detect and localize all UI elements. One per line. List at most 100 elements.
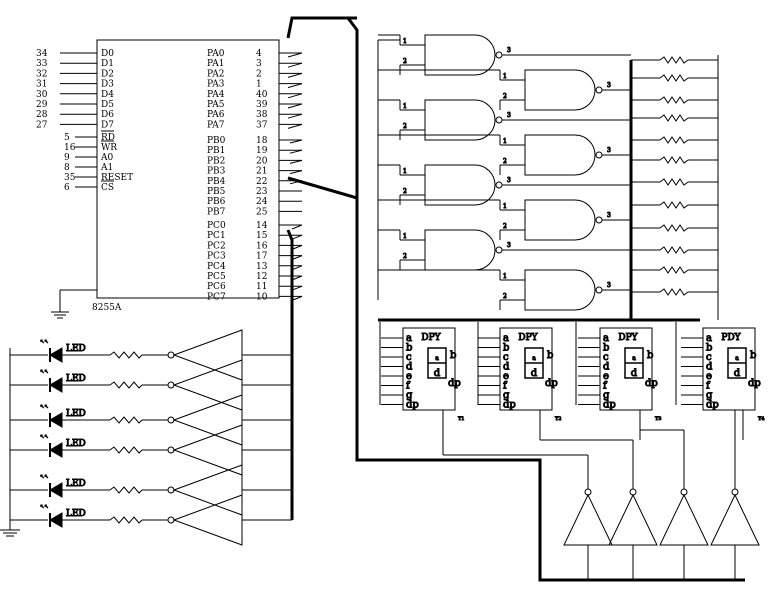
- pin-number: 23: [256, 187, 268, 197]
- resistor-icon: [659, 201, 689, 209]
- digit-seg-label: dp: [545, 378, 558, 389]
- digit-seg-label: d: [631, 368, 638, 379]
- pin-label: RD: [101, 133, 115, 143]
- led-row: ↖↖LED: [10, 494, 292, 546]
- led-emission-icon: ↖↖: [40, 404, 48, 410]
- pin-number: 10: [256, 292, 268, 302]
- chip-right-pin-lines: [279, 52, 302, 297]
- segment-label: dp: [406, 400, 419, 411]
- led-driver-section: ↖↖LED↖↖LED↖↖LED↖↖LED↖↖LED↖↖LED: [0, 329, 292, 546]
- segment-label: b: [706, 343, 712, 354]
- chip-8255a-body: [96, 39, 280, 299]
- pin-label: PC4: [207, 262, 226, 272]
- pin-number: 14: [256, 221, 268, 231]
- gate-pin-label: 3: [507, 177, 511, 184]
- segment-label: a: [706, 333, 712, 344]
- gate-pin-label: 1: [403, 233, 407, 240]
- segment-label: e: [706, 371, 712, 382]
- pin-number: 9: [64, 153, 70, 163]
- pin-number: 19: [256, 146, 268, 156]
- led-label: LED: [66, 374, 86, 384]
- segment-label: c: [503, 352, 509, 363]
- bus-entry: [291, 285, 303, 291]
- ground-symbol-chip: [51, 289, 97, 319]
- digit-seg-label: d: [531, 368, 538, 379]
- digit-driver: [710, 488, 760, 580]
- resistor-icon: [659, 178, 689, 186]
- digit-seg-label: b: [547, 350, 553, 361]
- bus-entry: [287, 113, 303, 119]
- pin-number: 12: [256, 272, 267, 282]
- pin-label: PC1: [207, 231, 226, 241]
- display-ref: Y1: [457, 416, 464, 422]
- led-label: LED: [66, 479, 86, 489]
- display-title: PDY: [721, 333, 741, 343]
- bus-entry: [287, 72, 303, 78]
- nand-gate-icon: [424, 34, 496, 76]
- bus-entry: [291, 244, 303, 250]
- led-emission-icon: ↖↖: [40, 474, 48, 480]
- led-diode-icon: [49, 412, 63, 428]
- bus-entry: [287, 93, 303, 99]
- pin-label: PB5: [207, 187, 226, 197]
- pin-number: 5: [64, 133, 70, 143]
- bus-entry: [291, 255, 303, 261]
- pin-label: RESET: [101, 173, 133, 183]
- gate-pin-label: 1: [403, 168, 407, 175]
- pin-number: 29: [36, 100, 48, 110]
- bus-entry: [291, 234, 303, 240]
- led-row: ↖↖LED: [10, 424, 292, 476]
- pin-number: 32: [36, 69, 47, 79]
- pin-label: PA2: [207, 69, 224, 79]
- gate-pin-label: 2: [403, 253, 407, 260]
- segment-label: g: [706, 390, 713, 401]
- port-c-bus-wires: [291, 224, 303, 301]
- pin-label: PA6: [207, 110, 225, 120]
- segment-label: d: [406, 362, 413, 373]
- digit-seg-label: b: [647, 350, 653, 361]
- gate-pin-label: 2: [503, 293, 507, 300]
- pin-number: 15: [256, 231, 268, 241]
- segment-label: e: [603, 371, 609, 382]
- driver-triangle-icon: [710, 493, 760, 546]
- pin-label: PC0: [207, 221, 226, 231]
- pin-number: 8: [64, 163, 70, 173]
- nand-gate: 123: [399, 99, 631, 141]
- pin-label: PC6: [207, 282, 226, 292]
- pin-label: PC5: [207, 272, 226, 282]
- segment-label: f: [503, 381, 508, 392]
- pin-label: PB3: [207, 167, 226, 177]
- gate-pin-label: 1: [503, 138, 507, 145]
- digit-seg-label: b: [450, 350, 456, 361]
- pullup-resistor: [631, 246, 718, 254]
- resistor-icon: [109, 381, 143, 389]
- display-body: [702, 327, 756, 411]
- pullup-resistor: [631, 224, 718, 232]
- resistor-icon: [109, 516, 143, 524]
- pullup-resistor: [631, 114, 718, 122]
- digit-seg-label: d: [734, 368, 741, 379]
- pin-label: D2: [101, 69, 114, 79]
- segment-label: d: [503, 362, 510, 373]
- pin-label: PA5: [207, 100, 225, 110]
- nand-bubble-icon: [595, 86, 603, 94]
- bus-entry: [287, 83, 303, 89]
- led-label: LED: [66, 409, 86, 419]
- pin-label: PB7: [207, 207, 226, 217]
- digit-seg-label: d: [434, 368, 441, 379]
- nand-bubble-icon: [495, 181, 503, 189]
- pin-number: 38: [256, 110, 268, 120]
- pin-number: 4: [256, 49, 262, 59]
- gate-pin-label: 2: [403, 188, 407, 195]
- gate-pin-label: 3: [507, 242, 511, 249]
- segment-label: dp: [503, 400, 516, 411]
- segment-label: f: [603, 381, 608, 392]
- nand-bubble-icon: [495, 246, 503, 254]
- nand-gate: 123: [499, 134, 631, 176]
- bus-entry: [287, 62, 303, 68]
- pin-number: 30: [36, 90, 48, 100]
- pin-label: PB6: [207, 197, 226, 207]
